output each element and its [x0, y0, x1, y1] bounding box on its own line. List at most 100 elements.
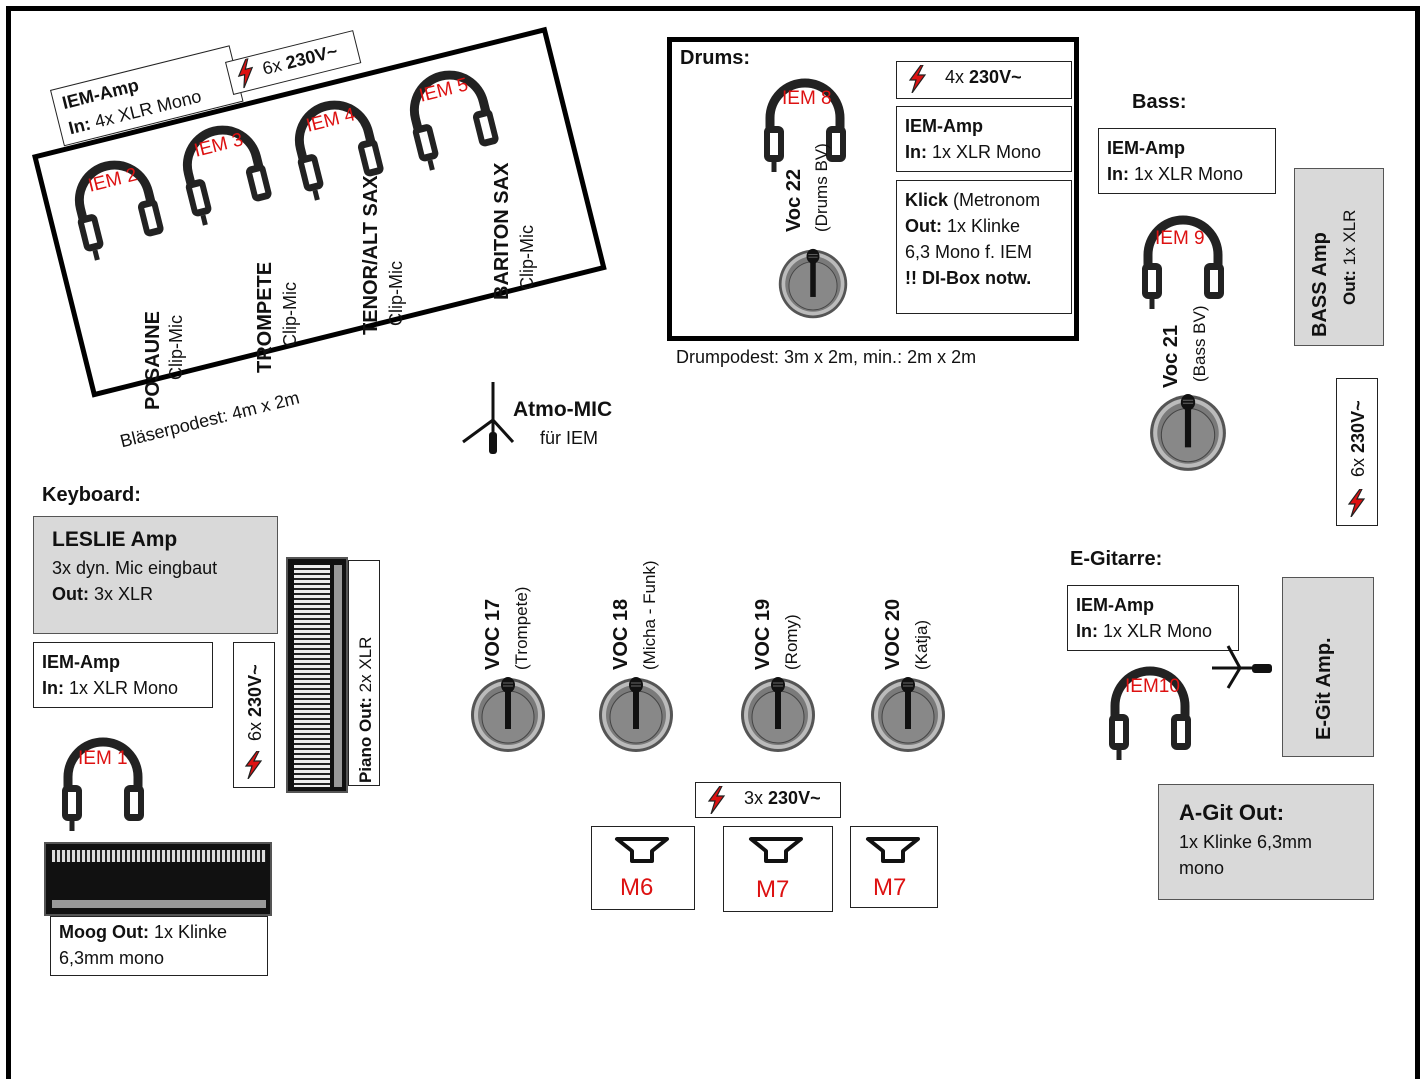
mic-type: Clip-Mic: [517, 225, 537, 290]
klick-out-value: 1x Klinke: [947, 216, 1021, 236]
egit-iem-label: IEM10: [1125, 676, 1180, 697]
keyboard-iem-label: IEM 1: [78, 748, 128, 769]
drums-iem-amp-title: IEM-Amp: [905, 116, 983, 136]
piano-out-label: Piano Out:: [356, 697, 375, 783]
klick-out-label: Out:: [905, 216, 942, 236]
klick-note: !! DI-Box notw.: [905, 268, 1032, 288]
piano-keyboard: [286, 557, 348, 793]
keyboard-iem-in-label: In:: [42, 678, 64, 698]
bass-voc-sub: (Bass BV): [1190, 305, 1209, 382]
drums-voc-sub: (Drums BV): [812, 143, 831, 232]
agit-title: A-Git Out:: [1179, 800, 1285, 825]
microphone-icon: [596, 675, 676, 755]
vocal-name: VOC 20: [882, 598, 904, 670]
egit-amp-label: E-Git Amp.: [1313, 637, 1335, 740]
monitor-3: M7: [850, 826, 938, 908]
instrument-name: TROMPETE: [254, 261, 276, 373]
front-power-count: 3x: [744, 788, 764, 808]
keyboard-power-value: 230V~: [245, 664, 265, 717]
wedge-monitor-icon: [612, 835, 672, 875]
vocal-sub: (Micha - Funk): [640, 560, 659, 670]
bass-amp-box: BASS Amp Out: 1x XLR: [1294, 168, 1384, 346]
atmo-sub: für IEM: [540, 428, 599, 448]
headphones-icon: [760, 68, 850, 173]
leslie-title: LESLIE Amp: [52, 528, 178, 551]
bass-power-box: 6x 230V~: [1336, 378, 1378, 526]
leslie-out-value: 3x XLR: [94, 584, 154, 604]
headphones-icon: [1105, 656, 1195, 761]
moog-out-value: 1x Klinke: [153, 922, 228, 942]
atmo-mic-stand-icon: [462, 382, 515, 454]
egit-iem-in-value: 1x XLR Mono: [1103, 621, 1213, 641]
bass-title: Bass:: [1132, 91, 1187, 113]
lightning-icon: [907, 65, 927, 93]
microphone-icon: [776, 247, 850, 321]
bass-voc-name: Voc 21: [1160, 325, 1182, 388]
keyboard-title: Keyboard:: [42, 484, 141, 506]
vocal-sub: (Trompete): [512, 586, 531, 670]
drums-power-value: 230V~: [969, 67, 1022, 87]
bass-power-count: 6x: [1348, 457, 1368, 477]
agit-line2: mono: [1179, 858, 1225, 878]
keyboard-iem-in-value: 1x XLR Mono: [69, 678, 179, 698]
moog-out-label: Moog Out:: [59, 922, 149, 942]
piano-out-box: Piano Out: 2x XLR: [348, 560, 380, 786]
drums-iem-in-label: In:: [905, 142, 927, 162]
blaeser-power-count: 6x: [260, 54, 284, 79]
microphone-icon: [1147, 392, 1229, 474]
microphone-icon: [468, 675, 548, 755]
atmo-title: Atmo-MIC: [513, 398, 613, 421]
moog-line2: 6,3mm mono: [59, 948, 165, 968]
lightning-icon: [232, 57, 258, 89]
bass-iem-amp-box: IEM-Amp In: 1x XLR Mono: [1098, 128, 1276, 194]
leslie-out-label: Out:: [52, 584, 89, 604]
bass-iem-in-value: 1x XLR Mono: [1134, 164, 1244, 184]
wedge-monitor-icon: [746, 835, 806, 875]
bass-amp-title: BASS Amp: [1309, 232, 1331, 337]
headphones-icon: [58, 727, 148, 832]
vocal-sub: (Katja): [912, 619, 931, 670]
agit-box: A-Git Out: 1x Klinke 6,3mm mono: [1158, 784, 1374, 900]
drums-title: Drums:: [680, 47, 751, 69]
vocal-sub: (Romy): [782, 614, 801, 670]
klick-line2: 6,3 Mono f. IEM: [905, 242, 1033, 262]
bass-iem-amp-title: IEM-Amp: [1107, 138, 1185, 158]
klick-title: Klick: [905, 190, 949, 210]
leslie-line: 3x dyn. Mic eingbaut: [52, 558, 218, 578]
vocal-name: VOC 18: [610, 598, 632, 670]
drums-podest: [667, 37, 1079, 341]
lightning-icon: [1346, 489, 1366, 517]
drums-power-box: 4x 230V~: [896, 61, 1072, 99]
mic-type: Clip-Mic: [166, 315, 186, 380]
stage-frame: [6, 6, 1420, 1079]
keyboard-power-count: 6x: [245, 721, 265, 741]
drums-iem-in-value: 1x XLR Mono: [932, 142, 1042, 162]
egit-title: E-Gitarre:: [1070, 548, 1163, 570]
monitor-label: M7: [756, 876, 790, 903]
wedge-monitor-icon: [863, 835, 923, 875]
keyboard-power-box: 6x 230V~: [233, 642, 275, 788]
moog-keyboard: [44, 842, 272, 916]
bass-iem-label: IEM 9: [1155, 228, 1205, 249]
bass-power-value: 230V~: [1348, 400, 1368, 453]
front-power-box: 3x 230V~: [695, 782, 841, 818]
drums-iem-label: IEM 8: [782, 88, 832, 109]
monitor-1: M6: [591, 826, 695, 910]
lightning-icon: [243, 751, 263, 779]
blaeser-power-value: 230V~: [283, 40, 340, 73]
agit-line1: 1x Klinke 6,3mm: [1179, 832, 1313, 852]
drums-podest-label: Drumpodest: 3m x 2m, min.: 2m x 2m: [676, 347, 977, 367]
monitor-label: M6: [620, 874, 654, 901]
egit-iem-amp-title: IEM-Amp: [1076, 595, 1154, 615]
moog-out-box: Moog Out: 1x Klinke 6,3mm mono: [50, 916, 268, 976]
bass-amp-out-label: Out:: [1340, 270, 1359, 305]
vocal-name: VOC 17: [482, 598, 504, 670]
microphone-icon: [738, 675, 818, 755]
klick-box: Klick (Metronom Out: 1x Klinke 6,3 Mono …: [896, 180, 1072, 314]
bass-amp-out-value: 1x XLR: [1340, 209, 1359, 266]
instrument-name: POSAUNE: [142, 311, 164, 410]
mic-type: Clip-Mic: [280, 282, 300, 347]
klick-sub: (Metronom: [953, 190, 1041, 210]
headphones-icon: [1138, 205, 1228, 310]
vocal-name: VOC 19: [752, 598, 774, 670]
